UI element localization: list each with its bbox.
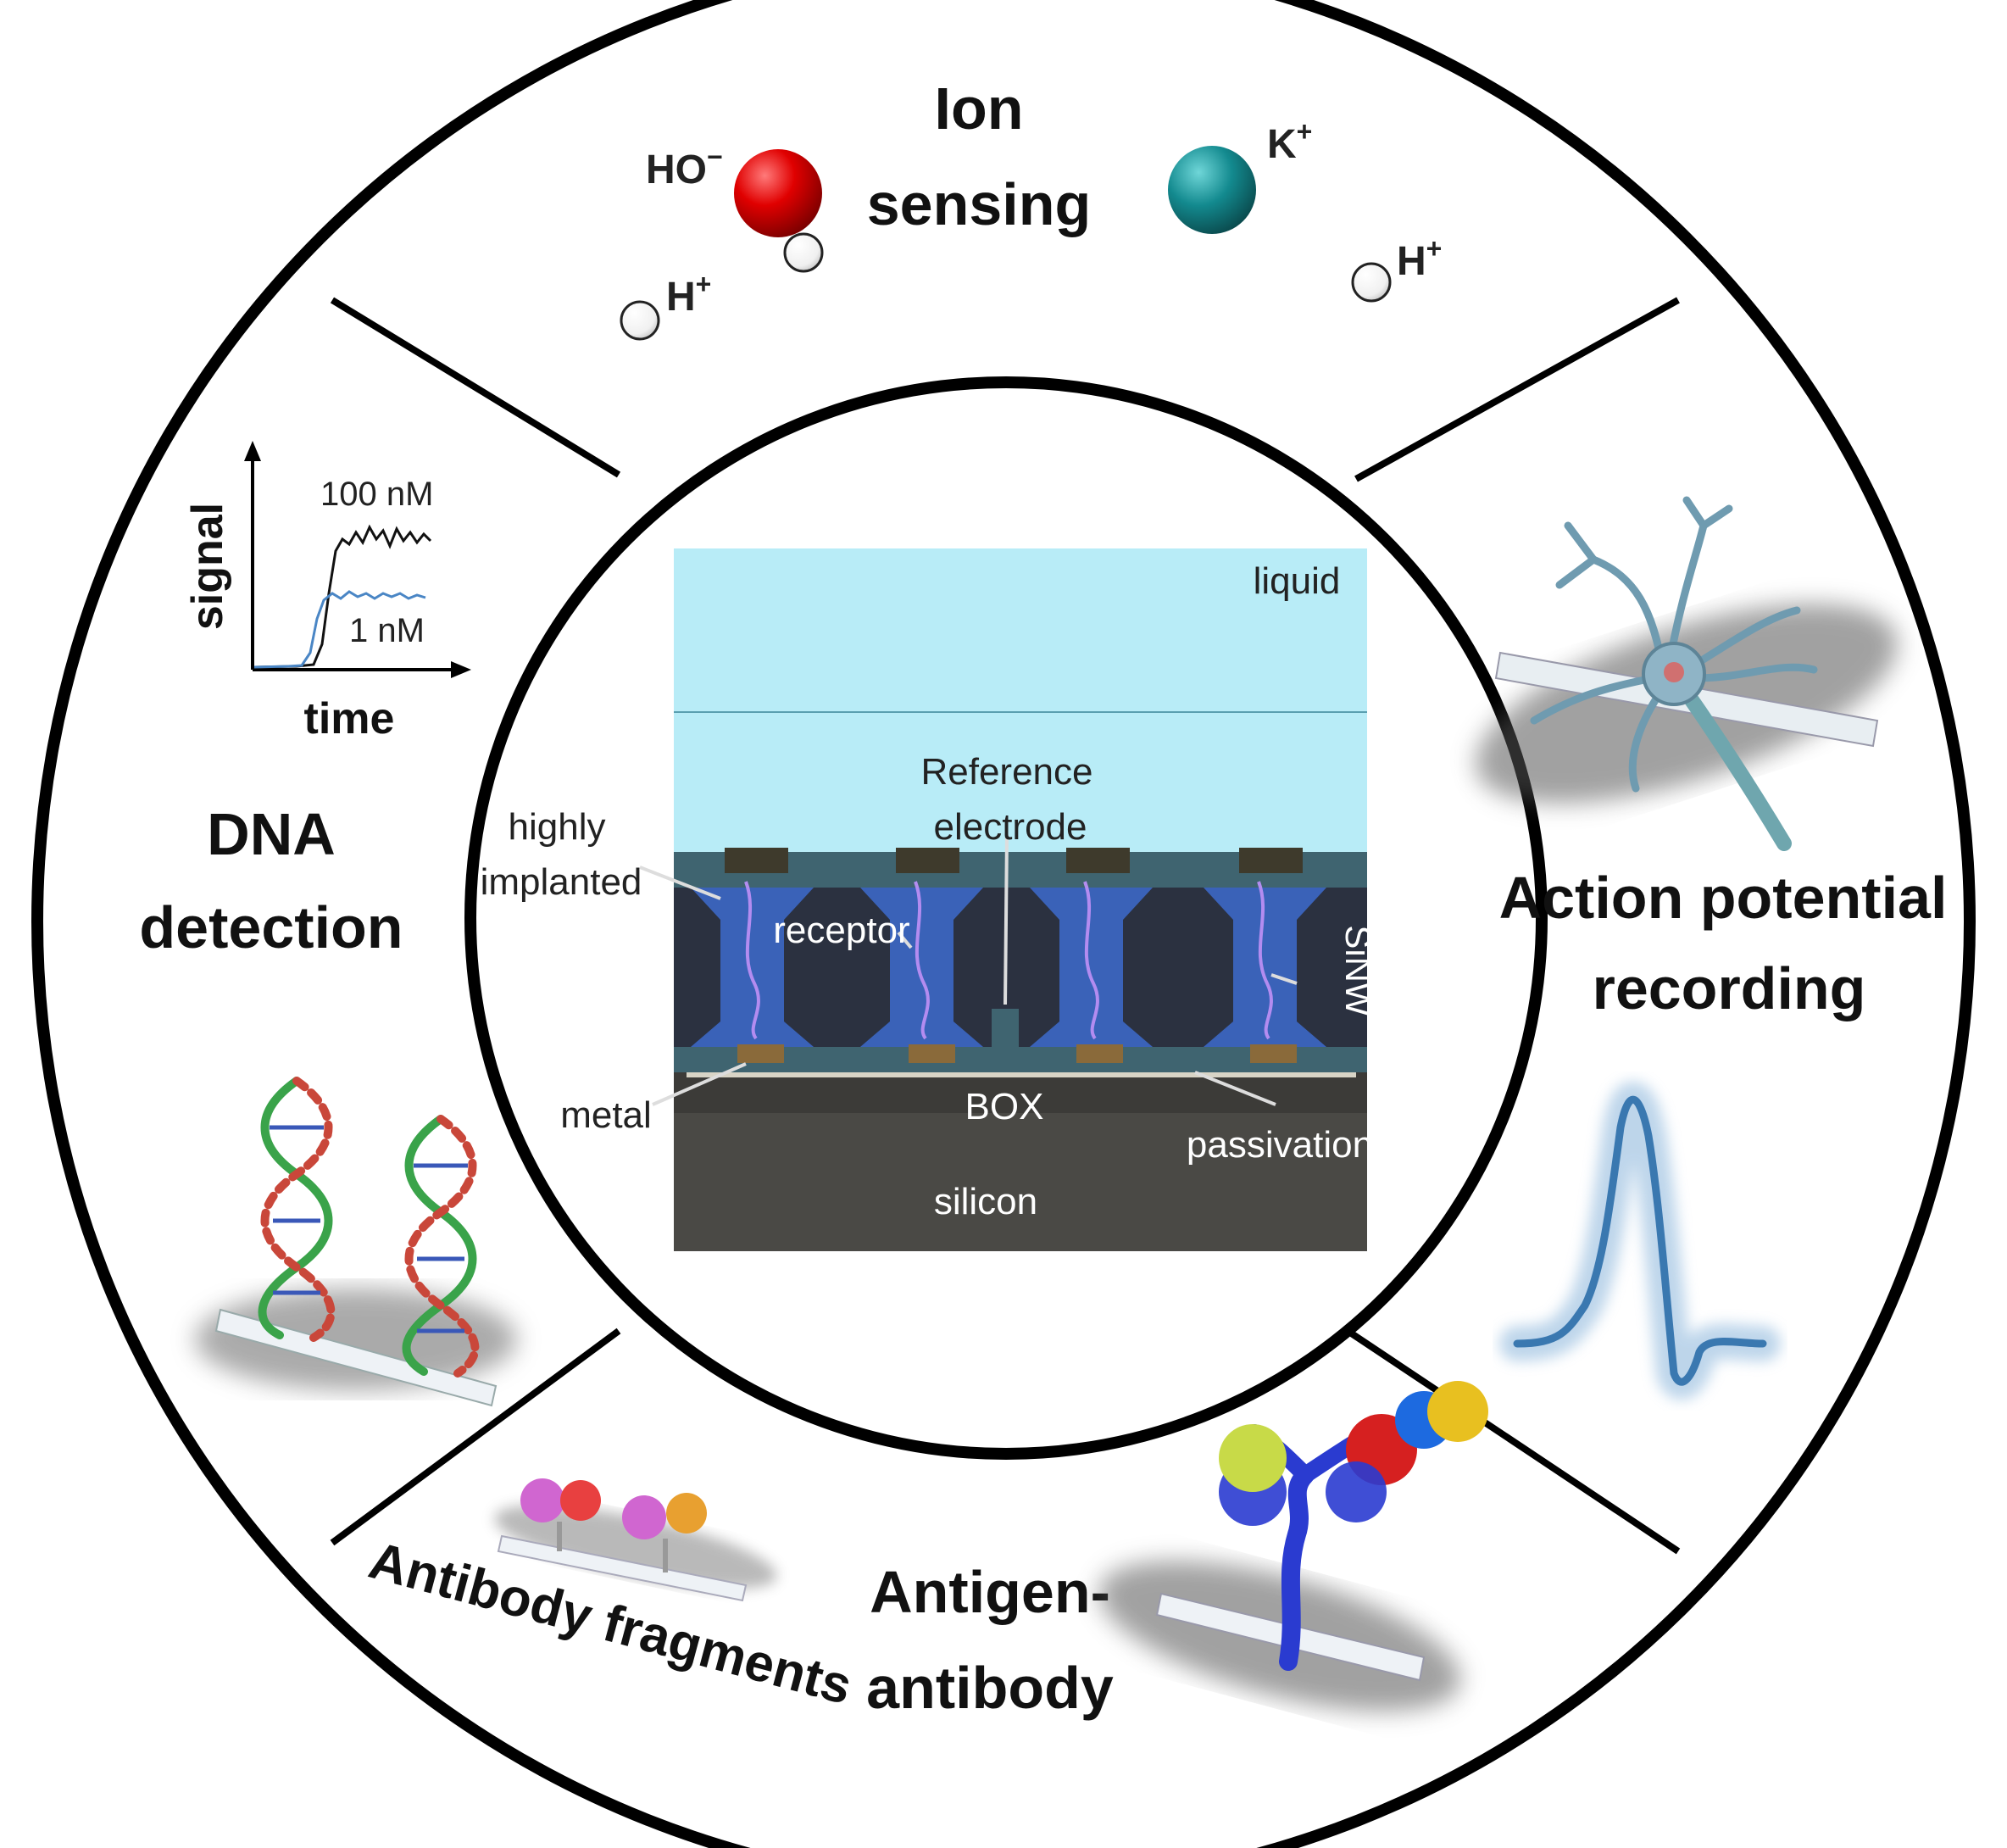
callout-arrows: [639, 834, 1298, 1106]
antigen-title-line2: antibody: [866, 1655, 1114, 1721]
graph-label-1nM: 1 nM: [349, 612, 425, 649]
hydroxide-label: HO−: [646, 142, 723, 192]
sinw-pillar-3: [1030, 888, 1153, 1047]
graph-curve-1nM: [253, 590, 426, 669]
label-implanted: implanted: [481, 861, 642, 903]
neuron-nucleus: [1664, 662, 1684, 682]
graph-curve-100nM: [253, 524, 432, 669]
hydroxide-ion-ball: [734, 149, 822, 237]
antibody-illustration: [1098, 1381, 1488, 1712]
action-title-line1: Action potential: [1499, 865, 1948, 931]
neuron-illustration: [1476, 496, 1898, 851]
segment-dividers: [330, 297, 1681, 1555]
sinw-pillar-1: [691, 888, 814, 1047]
dna-title-line1: DNA: [207, 801, 336, 867]
dna-detection-segment: signal time 100 nM 1 nM DNA detection: [139, 441, 517, 1407]
divider-bottom-left: [330, 1328, 621, 1546]
ion-sensing-segment: Ion sensing HO− H+ K+ H+: [620, 75, 1442, 341]
graph-x-arrow-icon: [451, 661, 471, 678]
dna-helix-illustration: [195, 1077, 517, 1407]
potassium-ion-ball: [1168, 146, 1256, 234]
graph-label-100nM: 100 nM: [320, 476, 433, 513]
antibody-stem: [1279, 1466, 1315, 1671]
proton-label-left: H+: [666, 269, 711, 320]
ion-title-line1: Ion: [935, 75, 1024, 142]
dna-title-line2: detection: [139, 894, 403, 960]
label-highly: highly: [509, 806, 606, 848]
sinw-pillar-4: [1204, 888, 1326, 1047]
hydroxide-hydrogen-ball: [783, 232, 824, 273]
divider-bottom-right: [1345, 1328, 1681, 1555]
graph-y-arrow-icon: [244, 441, 261, 461]
box-layer: [674, 1072, 1367, 1113]
divider-top-left: [330, 297, 621, 478]
antigen-title-line1: Antigen-: [870, 1559, 1110, 1625]
dna-helix-right-strand-a: [402, 1115, 477, 1376]
graph-xlabel: time: [304, 694, 395, 743]
label-sinw: SiNW: [1338, 925, 1378, 1016]
action-potential-segment: Action potential recording: [1476, 496, 1948, 1400]
label-reference-line2: electrode: [933, 806, 1087, 848]
label-liquid: liquid: [1254, 560, 1341, 602]
label-metal: metal: [560, 1094, 652, 1136]
sinw-pillar-2: [860, 888, 983, 1047]
label-reference-line1: Reference: [920, 751, 1092, 793]
contact-pads: [725, 848, 1303, 873]
proton-ball-right: [1351, 262, 1392, 303]
antigen-antibody-segment: Antigen- antibody: [866, 1381, 1488, 1721]
label-box: BOX: [965, 1086, 1044, 1127]
divider-top-right: [1354, 297, 1680, 482]
silicon-layer: [674, 1113, 1367, 1251]
device-cross-section: liquid Reference electrode highly implan…: [481, 548, 1378, 1251]
liquid-layer: [674, 548, 1367, 858]
antibody-fragments-illustration: [494, 1478, 777, 1602]
dna-signal-graph: signal time 100 nM 1 nM: [183, 441, 471, 743]
proton-label-right: H+: [1397, 233, 1442, 284]
dna-helix-left-strand-b: [260, 1077, 336, 1342]
graph-ylabel: signal: [183, 503, 232, 630]
sinw-pillars: [691, 888, 1326, 1047]
label-receptor: receptor: [773, 910, 909, 951]
proton-ball-left: [620, 300, 660, 341]
label-passivation: passivation: [1187, 1124, 1373, 1166]
dna-helix-left-strand-a: [258, 1077, 333, 1339]
ion-title-line2: sensing: [867, 171, 1092, 237]
metal-pads: [737, 1044, 1297, 1063]
label-silicon: silicon: [934, 1181, 1037, 1222]
dna-helix-right-strand-b: [404, 1115, 480, 1378]
receptor-strands: [744, 881, 1273, 1040]
action-title-line2: recording: [1593, 955, 1866, 1021]
action-potential-spike: [1499, 1082, 1781, 1400]
potassium-label: K+: [1267, 116, 1312, 167]
reference-electrode-post: [992, 1009, 1019, 1047]
neuron-axon: [1675, 679, 1792, 851]
